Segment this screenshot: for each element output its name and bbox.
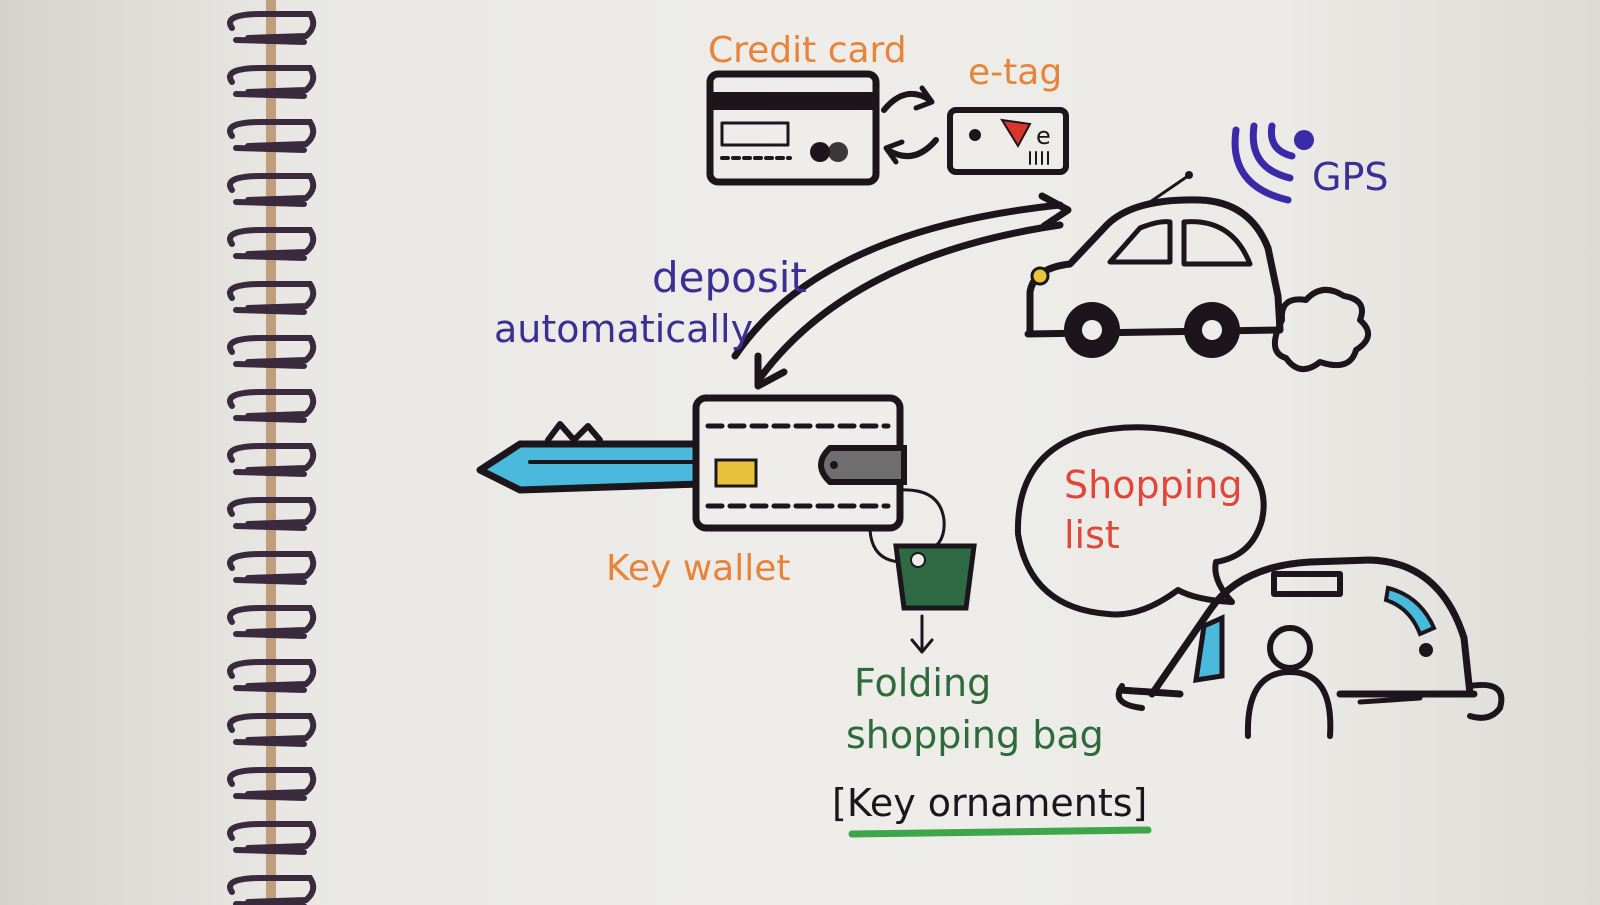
shopping-list-line1: Shopping: [1064, 463, 1242, 507]
spiral-ring: [227, 713, 317, 743]
folding-line1: Folding: [854, 661, 991, 705]
spiral-ring-back: [233, 253, 307, 261]
etag-label: e-tag: [968, 52, 1062, 93]
spiral-ring: [227, 659, 317, 689]
spiral-ring-back: [233, 199, 307, 207]
spiral-ring-back: [233, 523, 307, 531]
spiral-ring-back: [233, 37, 307, 45]
spiral-ring-back: [233, 901, 307, 905]
spiral-ring: [227, 443, 317, 473]
spiral-ring-back: [233, 145, 307, 153]
etag-icon: e: [947, 107, 1069, 175]
spiral-ring: [227, 497, 317, 527]
automatically-label: automatically: [494, 307, 753, 351]
gps-label: GPS: [1312, 155, 1388, 199]
spiral-ring-back: [233, 361, 307, 369]
spiral-ring: [227, 281, 317, 311]
key-wallet-icon: [476, 394, 907, 532]
spiral-ring-back: [233, 631, 307, 639]
spiral-binding: [227, 0, 317, 905]
spiral-ring: [227, 11, 317, 41]
key-wallet-label: Key wallet: [606, 548, 790, 589]
credit-card-icon: [706, 70, 880, 186]
sync-arrows-icon: [881, 85, 939, 165]
spiral-ring-back: [233, 415, 307, 423]
spiral-rings: [227, 11, 317, 905]
spiral-ring: [227, 389, 317, 419]
spiral-ring: [227, 551, 317, 581]
spiral-ring-back: [233, 307, 307, 315]
folding-line2: shopping bag: [846, 713, 1104, 757]
spiral-ring-back: [233, 847, 307, 855]
spiral-ring: [227, 335, 317, 365]
gps-signal-icon: [1231, 122, 1314, 204]
spiral-ring-back: [233, 685, 307, 693]
shopping-list-line2: list: [1064, 513, 1120, 557]
credit-card-label: Credit card: [708, 30, 907, 71]
spiral-ring: [227, 119, 317, 149]
spiral-ring: [227, 875, 317, 905]
car-driver-icon: [1115, 556, 1505, 739]
spiral-ring: [227, 605, 317, 635]
spiral-ring: [227, 767, 317, 797]
etag-chip-letter: e: [1036, 122, 1051, 150]
car-icon: [1024, 171, 1371, 372]
key-ornaments-underline: [848, 826, 1152, 838]
spiral-ring-back: [233, 793, 307, 801]
speech-bubble-icon: [1014, 424, 1267, 618]
deposit-label: deposit: [652, 253, 807, 302]
key-ornaments-label: [Key ornaments]: [832, 781, 1147, 825]
spiral-ring: [227, 821, 317, 851]
spiral-ring: [227, 227, 317, 257]
spiral-ring-back: [233, 469, 307, 477]
spiral-ring: [227, 65, 317, 95]
folding-bag-icon: [868, 488, 977, 654]
transfer-arrow: [731, 192, 1072, 390]
spiral-ring-back: [233, 739, 307, 747]
spiral-ring: [227, 173, 317, 203]
spiral-ring-back: [233, 577, 307, 585]
spiral-ring-back: [233, 91, 307, 99]
